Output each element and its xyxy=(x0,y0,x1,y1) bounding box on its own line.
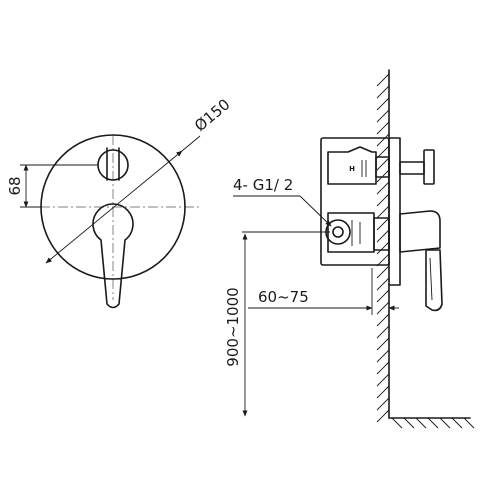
dim-68-label: 68 xyxy=(6,176,24,195)
depth-label: 60~75 xyxy=(258,288,309,306)
wall-hatch-line xyxy=(376,385,390,399)
wall-hatch-line xyxy=(376,313,390,327)
height-label: 900~1000 xyxy=(224,287,242,366)
wall-hatch-line xyxy=(376,397,390,411)
floor-hatch-line xyxy=(403,417,415,429)
valve-body xyxy=(320,137,390,266)
diverter-knob-side xyxy=(399,149,435,185)
wall-hatch-line xyxy=(376,169,390,183)
floor-hatch-line xyxy=(427,417,439,429)
wall-hatch-line xyxy=(376,349,390,363)
wall-hatching xyxy=(376,73,390,423)
lever-hub-side xyxy=(399,210,441,253)
wall-hatch-line xyxy=(376,73,390,87)
wall-hatch-line xyxy=(376,229,390,243)
lever-blade-edge xyxy=(429,257,433,301)
floor-hatch-line xyxy=(415,417,427,429)
dim-diameter-label: Ø150 xyxy=(191,95,234,135)
lever-blade-side xyxy=(425,249,443,312)
wall-hatch-line xyxy=(376,409,390,423)
wall-hatch-line xyxy=(376,277,390,291)
wall-hatch-line xyxy=(376,289,390,303)
wall-hatch-line xyxy=(376,337,390,351)
side-view: H 4- G1/ 2 60 xyxy=(224,69,475,429)
wall-hatch-line xyxy=(376,97,390,111)
upper-spindle xyxy=(375,156,390,178)
wall-hatch-line xyxy=(376,361,390,375)
connections-label: 4- G1/ 2 xyxy=(233,176,293,194)
wall-hatch-line xyxy=(376,181,390,195)
floor-hatch-line xyxy=(391,417,403,429)
wall-hatch-line xyxy=(376,253,390,267)
wall-hatch-line xyxy=(376,217,390,231)
dim-diameter-leader xyxy=(181,135,201,152)
wall xyxy=(376,69,475,429)
mixer-body: H xyxy=(320,137,401,286)
diverter-cap-side xyxy=(423,149,435,185)
wall-hatch-line xyxy=(376,145,390,159)
wall-hatch-line xyxy=(376,109,390,123)
g12-connection-bore xyxy=(332,226,344,238)
wall-hatch-line xyxy=(376,157,390,171)
lower-connector-housing xyxy=(327,212,375,253)
callout-leader xyxy=(299,195,332,227)
wall-hatch-line xyxy=(376,133,390,147)
wall-hatch-line xyxy=(376,121,390,135)
wall-hatch-line xyxy=(376,325,390,339)
wall-hatch-line xyxy=(376,265,390,279)
dim-diameter-line xyxy=(45,150,183,264)
floor-hatching xyxy=(391,417,475,429)
floor-hatch-line xyxy=(439,417,451,429)
wall-hatch-line xyxy=(376,241,390,255)
upper-cartridge xyxy=(327,146,377,185)
floor-hatch-line xyxy=(451,417,463,429)
lever-handle-side xyxy=(399,210,443,312)
wall-hatch-line xyxy=(376,85,390,99)
wall-hatch-line xyxy=(376,205,390,219)
lower-spindle xyxy=(373,217,390,251)
wall-hatch-line xyxy=(376,373,390,387)
valve-marking: H xyxy=(349,165,355,173)
front-view: 68 Ø150 xyxy=(6,95,234,309)
wall-hatch-line xyxy=(376,301,390,315)
wall-hatch-line xyxy=(376,193,390,207)
diverter-stem-side xyxy=(399,161,425,175)
cover-plate-edge xyxy=(388,137,401,286)
floor-hatch-line xyxy=(463,417,475,429)
